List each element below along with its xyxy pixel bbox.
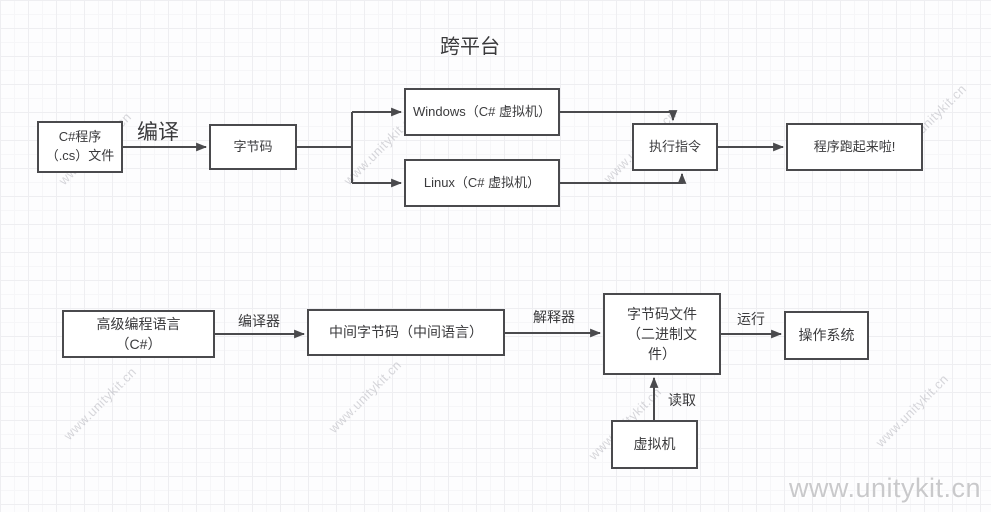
node-label: 执行指令 — [648, 138, 701, 154]
node-virtual-machine: 虚拟机 — [611, 420, 698, 469]
node-label: 程序跑起来啦! — [813, 138, 896, 154]
edge-windows-to-exec — [560, 110, 678, 122]
node-label: 中间字节码（中间语言） — [329, 324, 483, 341]
node-label: 操作系统 — [798, 327, 855, 344]
edge-label-read: 读取 — [668, 392, 696, 408]
node-program-running: 程序跑起来啦! — [786, 123, 923, 171]
node-high-level-language: 高级编程语言 （C#） — [62, 310, 215, 358]
node-label: C#程序 （.cs）文件 — [45, 129, 115, 163]
node-execute-instructions: 执行指令 — [632, 123, 718, 171]
edge-label-run: 运行 — [737, 311, 765, 327]
node-cs-source-file: C#程序 （.cs）文件 — [37, 121, 123, 173]
edge-label-compiler: 编译器 — [238, 313, 280, 329]
node-intermediate-bytecode: 中间字节码（中间语言） — [307, 309, 505, 356]
edge-label-compile: 编译 — [137, 121, 179, 144]
node-label: 字节码 — [233, 138, 273, 154]
node-linux-vm: Linux（C# 虚拟机） — [404, 159, 560, 207]
node-bytecode: 字节码 — [209, 124, 297, 170]
edge-linux-to-exec — [560, 172, 687, 184]
node-label: 高级编程语言 （C#） — [96, 315, 181, 352]
node-operating-system: 操作系统 — [784, 311, 869, 360]
node-bytecode-file: 字节码文件 （二进制文 件） — [603, 293, 721, 375]
edge-label-interpreter: 解释器 — [533, 309, 575, 325]
diagram-title: 跨平台 — [440, 36, 500, 58]
node-windows-vm: Windows（C# 虚拟机） — [404, 88, 560, 136]
node-label: Linux（C# 虚拟机） — [423, 174, 541, 190]
corner-watermark: www.unitykit.cn — [788, 473, 981, 503]
node-label: 字节码文件 （二进制文 件） — [627, 305, 697, 363]
node-label: Windows（C# 虚拟机） — [413, 103, 551, 119]
node-label: 虚拟机 — [633, 436, 676, 453]
